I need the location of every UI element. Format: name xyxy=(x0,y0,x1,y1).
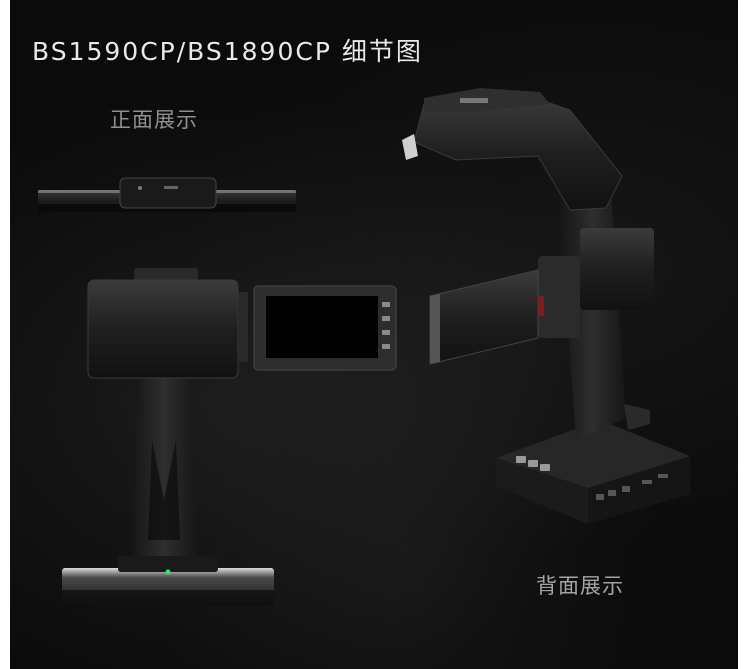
page-title: BS1590CP/BS1890CP 细节图 xyxy=(32,37,423,66)
front-view-device xyxy=(62,268,397,606)
device-illustration xyxy=(38,88,690,606)
front-view-label: 正面展示 xyxy=(110,108,198,132)
back-view-device xyxy=(402,88,690,524)
top-view-device xyxy=(38,177,296,212)
back-view-label: 背面展示 xyxy=(536,574,624,598)
product-photo: BS1590CP/BS1890CP 细节图 正面展示 背面展示 xyxy=(10,0,738,669)
